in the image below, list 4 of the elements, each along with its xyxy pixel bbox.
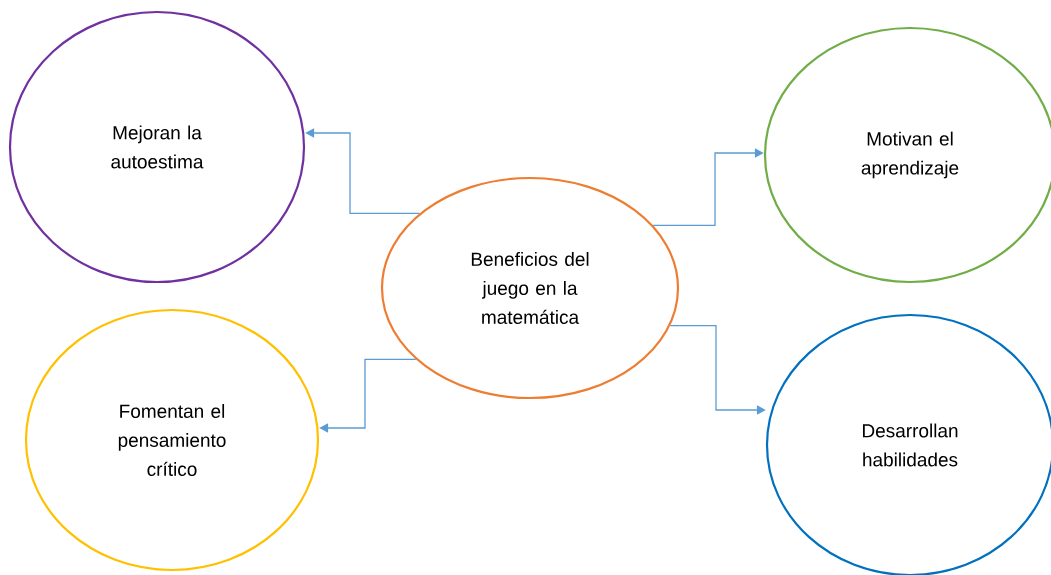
arrow (652, 148, 764, 226)
arrow (305, 128, 421, 215)
arrow (319, 358, 417, 433)
arrow (669, 324, 766, 415)
